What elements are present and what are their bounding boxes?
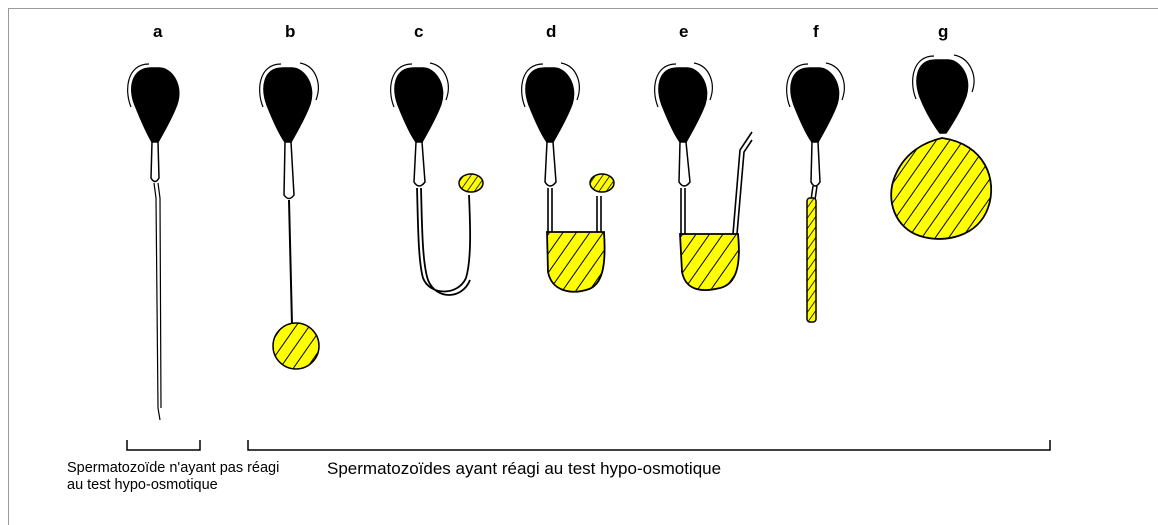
sperm-d [522, 63, 614, 292]
sperm-g-head [917, 60, 968, 133]
sperm-f-midpiece [811, 142, 820, 186]
caption-reactive: Spermatozoïdes ayant réagi au test hypo-… [327, 460, 721, 477]
sperm-b-swelling [273, 323, 319, 369]
bracket-reactive [248, 440, 1050, 450]
sperm-a-midpiece [151, 142, 159, 182]
bracket-non-reactive [127, 440, 200, 450]
sperm-c [391, 63, 483, 295]
sperm-b-head [264, 68, 312, 142]
sperm-f-head [791, 68, 839, 142]
sperm-d-swelling [547, 232, 605, 292]
sperm-a-head [132, 68, 179, 142]
sperm-d-midpiece [545, 142, 556, 186]
caption-non-reactive: Spermatozoïde n'ayant pas réagi au test … [67, 460, 282, 494]
sperm-b-midpiece [284, 142, 294, 199]
sperm-d-head [526, 68, 574, 142]
sperm-f-swelling [807, 198, 816, 322]
sperm-c-tail [417, 188, 470, 295]
sperm-a-tail [154, 183, 161, 420]
sperm-e [655, 63, 752, 290]
sperm-g [891, 55, 991, 239]
sperm-e-head [659, 68, 707, 142]
sperm-c-swelling [459, 174, 483, 192]
sperm-f [787, 63, 845, 322]
sperm-c-midpiece [414, 142, 425, 186]
sperm-e-midpiece [679, 142, 690, 186]
sperm-e-swelling [680, 234, 739, 290]
sperm-b [260, 63, 319, 369]
sperm-c-head [395, 68, 443, 142]
sperm-g-swelling [891, 138, 991, 239]
sperm-a [128, 64, 179, 420]
